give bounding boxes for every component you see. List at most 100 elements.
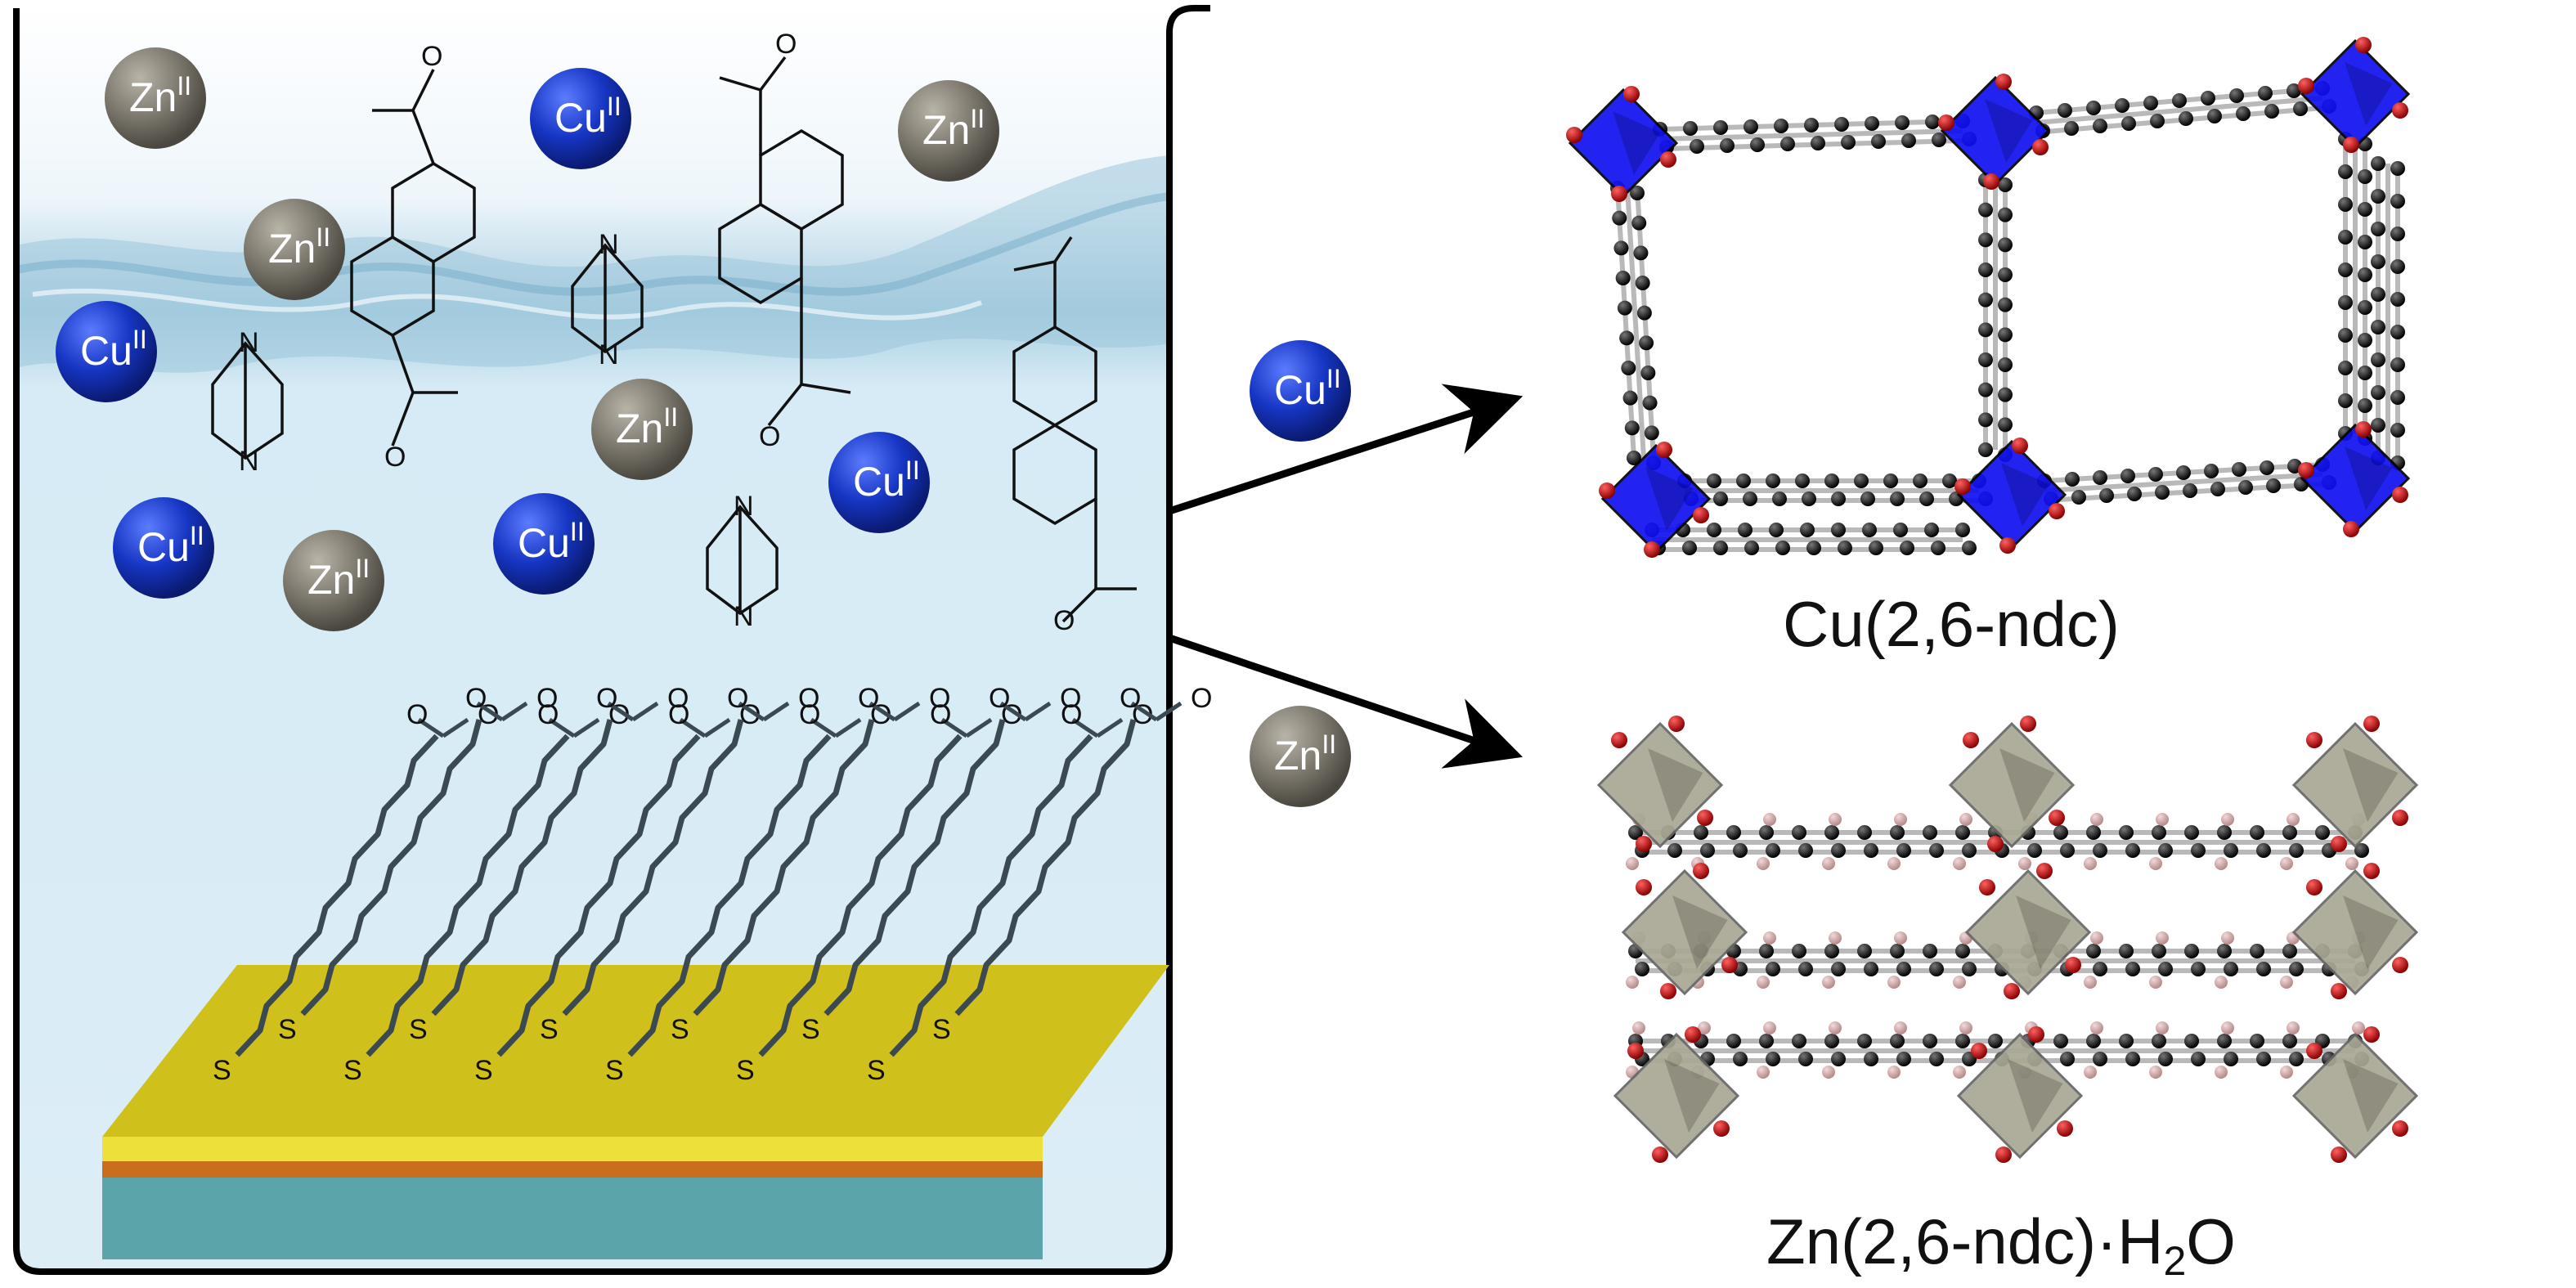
nitrogen-label: N [239, 327, 259, 358]
oxygen-label: O [668, 699, 689, 730]
alkyl-chain [431, 719, 613, 1016]
sulfur-label: S [867, 1055, 886, 1086]
nitrogen-label: N [599, 229, 619, 260]
zn-ion-sphere [105, 47, 206, 149]
ndc-linker-rod [2371, 156, 2405, 470]
cu-ion-label: CuII [853, 456, 920, 505]
metal-polyhedron [1948, 721, 2076, 849]
nitrogen-label: N [734, 491, 754, 522]
zn-ion-label: ZnII [922, 104, 985, 153]
sulfur-label: S [278, 1014, 297, 1045]
alkyl-chain [693, 719, 875, 1016]
cu-ion: CuII [530, 68, 631, 169]
metal-polyhedron [1596, 721, 1724, 849]
oxygen-label: O [1060, 683, 1081, 714]
ndc-linker-rod [2029, 81, 2336, 138]
ndc-linker-2 [718, 56, 851, 427]
ndc-linker-3 [1012, 236, 1137, 623]
zn-framework-caption: Zn(2,6-ndc)·H2O [1766, 1205, 2236, 1284]
metal-ions: ZnII CuII ZnII ZnII CuII ZnII CuII CuII ZnII CuII [56, 47, 999, 631]
metal-polyhedron [2291, 1032, 2419, 1160]
oxygen-label: O [1053, 605, 1075, 636]
alkyl-chain [824, 719, 1006, 1016]
cu-ion-label: CuII [554, 92, 622, 141]
nitrogen-label: N [734, 601, 754, 632]
beaker [13, 5, 1210, 1275]
zn-ion: ZnII [244, 199, 345, 300]
oxygen-label: O [930, 699, 951, 730]
cu-framework-caption: Cu(2,6-ndc) [1783, 588, 2120, 660]
cu-ion: CuII [56, 301, 157, 402]
cu-ion-sphere [828, 432, 930, 533]
zn-ion-label: ZnII [307, 554, 370, 603]
metal-polyhedron [1613, 1032, 1740, 1160]
oxygen-label: O [667, 683, 689, 714]
oxygen-label: O [727, 683, 748, 714]
sulfur-label: S [540, 1014, 559, 1045]
zn-ion-label: ZnII [129, 71, 191, 120]
oxygen-label: O [406, 699, 428, 730]
thiol-chain: S O O [605, 699, 891, 1086]
metal-polyhedron [1621, 868, 1748, 996]
cu-ion: CuII [828, 432, 930, 533]
thiol-chain: S O O [343, 699, 630, 1086]
beaker-outline [13, 5, 1210, 1275]
metal-polyhedron [2291, 868, 2419, 996]
ndc-linker-rod [1677, 473, 1993, 506]
oxygen-label: O [384, 442, 406, 473]
cu-ion-label: CuII [518, 517, 585, 566]
zn-ion: ZnII [591, 379, 693, 480]
zn-ion-sphere [244, 199, 345, 300]
zn-ion: ZnII [898, 80, 999, 182]
oxygen-label: O [989, 683, 1010, 714]
alkyl-chain [562, 719, 744, 1016]
gold-substrate [102, 965, 1169, 1259]
dabco-2 [571, 243, 644, 354]
cu-ion-sphere [1250, 340, 1351, 442]
linker-atom-labels: N N N N N N O O O O O [239, 29, 1075, 636]
zn-ion-sphere [591, 379, 693, 480]
sulfur-label: S [213, 1055, 231, 1086]
zn-ion-sphere [1250, 706, 1351, 807]
oxygen-label: O [929, 683, 950, 714]
cu-ndc-framework [1566, 37, 2411, 558]
ndc-linker-rod [2338, 132, 2372, 446]
reaction-arrows [1168, 384, 1524, 769]
oxygen-label: O [775, 29, 797, 60]
alkyl-chain [300, 719, 482, 1016]
sulfur-label: S [736, 1055, 755, 1086]
ndc-linker-rod [1978, 173, 2013, 462]
zn-ion-label: ZnII [616, 402, 678, 451]
oxygen-label: O [537, 699, 559, 730]
arrow-to-zn-framework [1168, 634, 1524, 769]
thiol-chain: S O O [736, 699, 1022, 1086]
cu-ion-sphere [56, 301, 157, 402]
dabco-1 [211, 341, 284, 460]
oxygen-label: O [799, 699, 820, 730]
alkyl-chain [496, 734, 701, 1057]
oxygen-label: O [1191, 683, 1212, 714]
cu-ion-sphere [530, 68, 631, 169]
metal-polyhedron [1964, 868, 2092, 996]
oxygen-label: O [1061, 699, 1082, 730]
ndc-linker-rod [1653, 114, 1977, 155]
metal-polyhedron [2291, 721, 2419, 849]
oxygen-label: O [858, 683, 879, 714]
cu-ion: CuII [113, 497, 214, 599]
sulfur-label: S [932, 1014, 951, 1045]
zn-ion-sphere [898, 80, 999, 182]
cu-ion-sphere [493, 493, 595, 595]
alkyl-chain [954, 719, 1137, 1016]
zn-ion-label: ZnII [1274, 729, 1336, 779]
thiol-chain: S O O [278, 683, 558, 1045]
oxygen-label: O [798, 683, 819, 714]
zn-ion: ZnII [283, 530, 384, 631]
zn-ion: ZnII [1250, 706, 1351, 807]
zn-ion-sphere [283, 530, 384, 631]
